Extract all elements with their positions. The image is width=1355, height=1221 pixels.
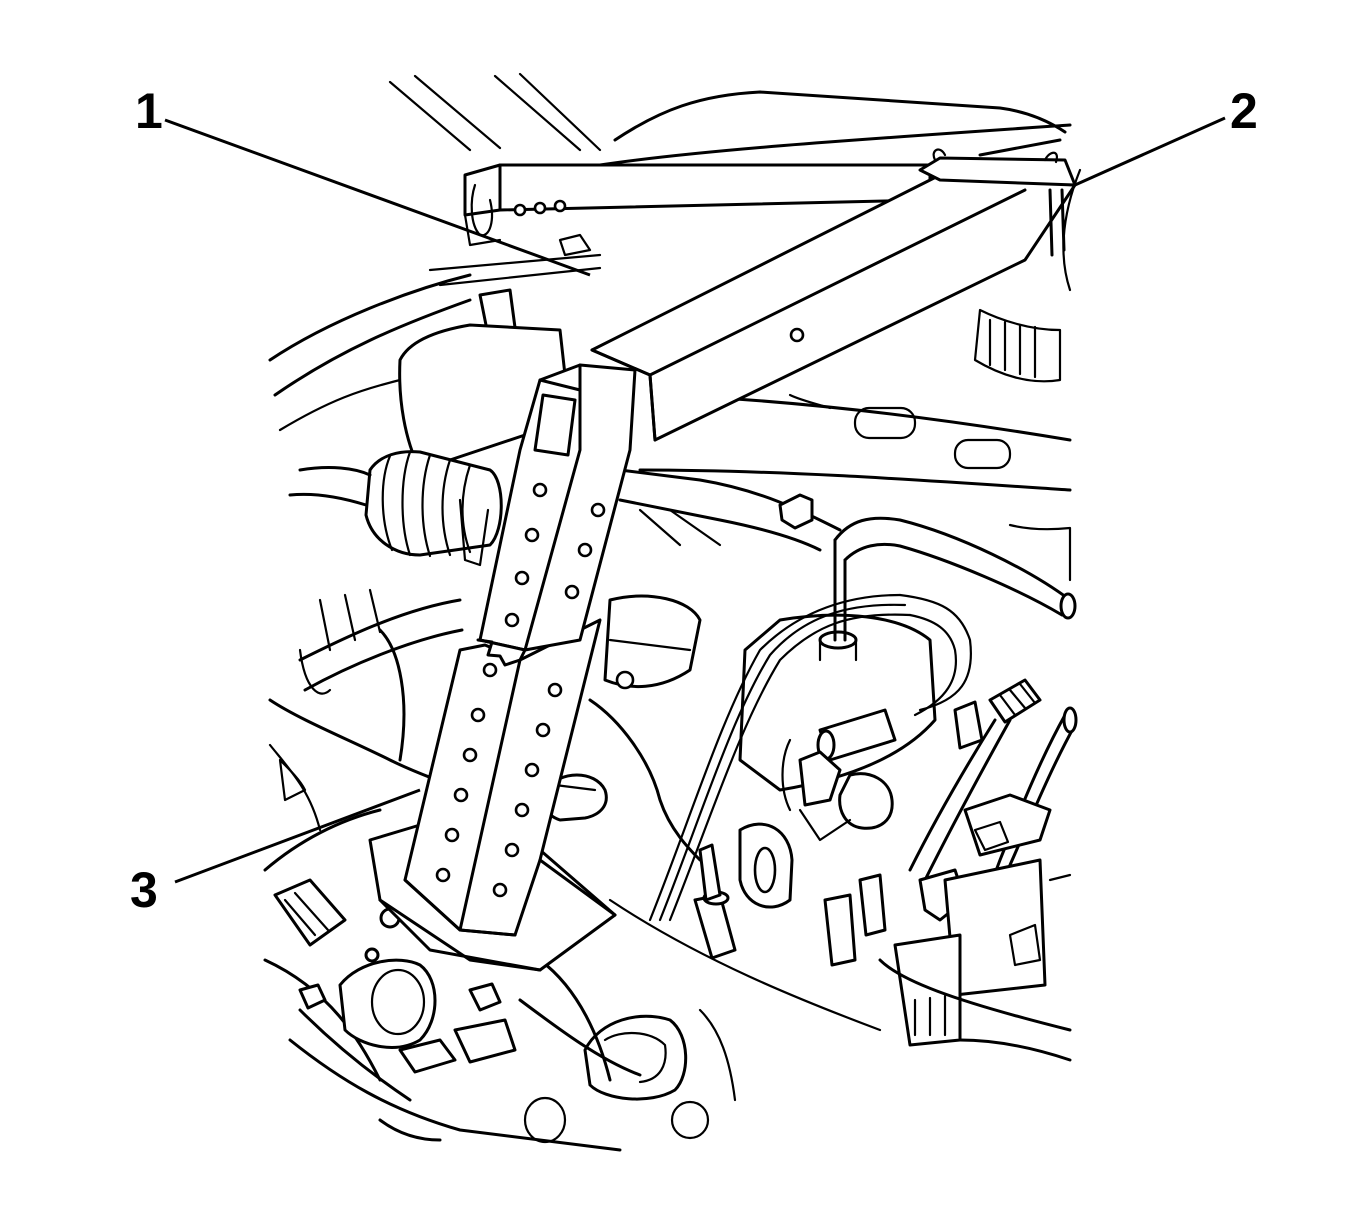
bridge-bar (590, 138, 1077, 442)
intake-boot (288, 450, 503, 567)
lower-left-panel (263, 808, 737, 1152)
callout-3: 3 (130, 862, 158, 918)
connector-group (781, 700, 984, 842)
engine-block (588, 468, 937, 862)
callout-1: 1 (135, 83, 163, 139)
support-fixture-lower (368, 618, 617, 972)
leader-3 (174, 788, 421, 884)
right-components (878, 678, 1078, 1062)
leader-1 (164, 118, 591, 277)
leader-2 (1074, 116, 1226, 187)
lower-sensors (608, 822, 887, 1032)
support-fixture-upper (476, 363, 637, 667)
upper-right-hose (833, 516, 1077, 642)
callout-leaders (164, 116, 1226, 884)
callout-2: 2 (1230, 83, 1258, 139)
rear-crossbar (463, 163, 932, 247)
